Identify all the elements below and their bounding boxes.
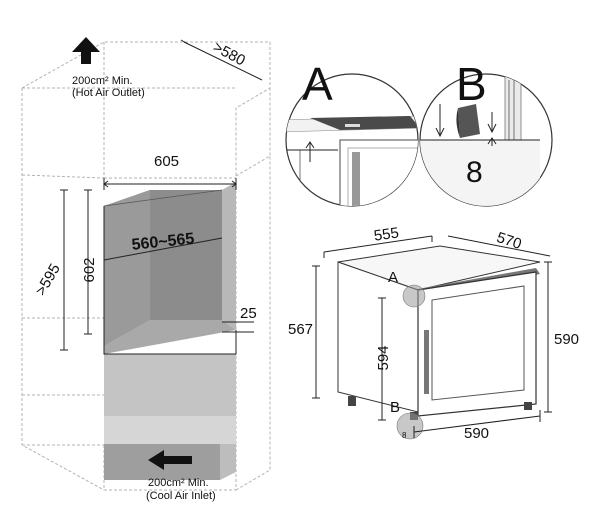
marker-b-label: B xyxy=(390,399,400,416)
plinth-label: 25 xyxy=(240,305,257,322)
niche-left-wall xyxy=(104,190,150,346)
detail-a-letter: A xyxy=(302,58,333,110)
hot-air-desc: (Hot Air Outlet) xyxy=(72,87,145,99)
cabinet-drawing xyxy=(21,41,271,491)
niche-lower-front xyxy=(104,354,236,416)
appliance-height-label: 567 xyxy=(288,321,313,338)
overall-height-label: 590 xyxy=(554,331,579,348)
door-width-label: 590 xyxy=(464,425,489,442)
plinth-side xyxy=(220,436,236,480)
appliance-width-label: 555 xyxy=(373,224,400,244)
niche-right-side xyxy=(222,182,236,330)
detail-b-letter: B xyxy=(456,58,487,110)
niche-height-label: 602 xyxy=(81,257,98,282)
marker-a-label: A xyxy=(388,269,398,286)
hot-air-arrow-icon xyxy=(72,37,100,64)
niche-floor xyxy=(104,320,236,354)
detail-b-gap-label: 8 xyxy=(466,156,483,189)
niche-depth-label: 560~565 xyxy=(131,230,195,253)
niche-width-label: 605 xyxy=(154,153,179,170)
cabinet-depth-label: >580 xyxy=(210,39,248,70)
detail-b-circle xyxy=(419,73,553,207)
appliance-drawing xyxy=(337,245,541,440)
small-gap-label: 8 xyxy=(402,431,407,440)
cool-air-arrow-icon xyxy=(148,450,192,470)
appliance-depth-label: 570 xyxy=(495,229,524,253)
cool-air-area: 200cm² Min. xyxy=(148,477,209,489)
detail-a-circle xyxy=(285,73,419,207)
hot-air-area: 200cm² Min. xyxy=(72,75,133,87)
min-height-label: >595 xyxy=(32,261,64,299)
cool-air-desc: (Cool Air Inlet) xyxy=(146,490,216,502)
door-height-label: 594 xyxy=(375,345,392,370)
